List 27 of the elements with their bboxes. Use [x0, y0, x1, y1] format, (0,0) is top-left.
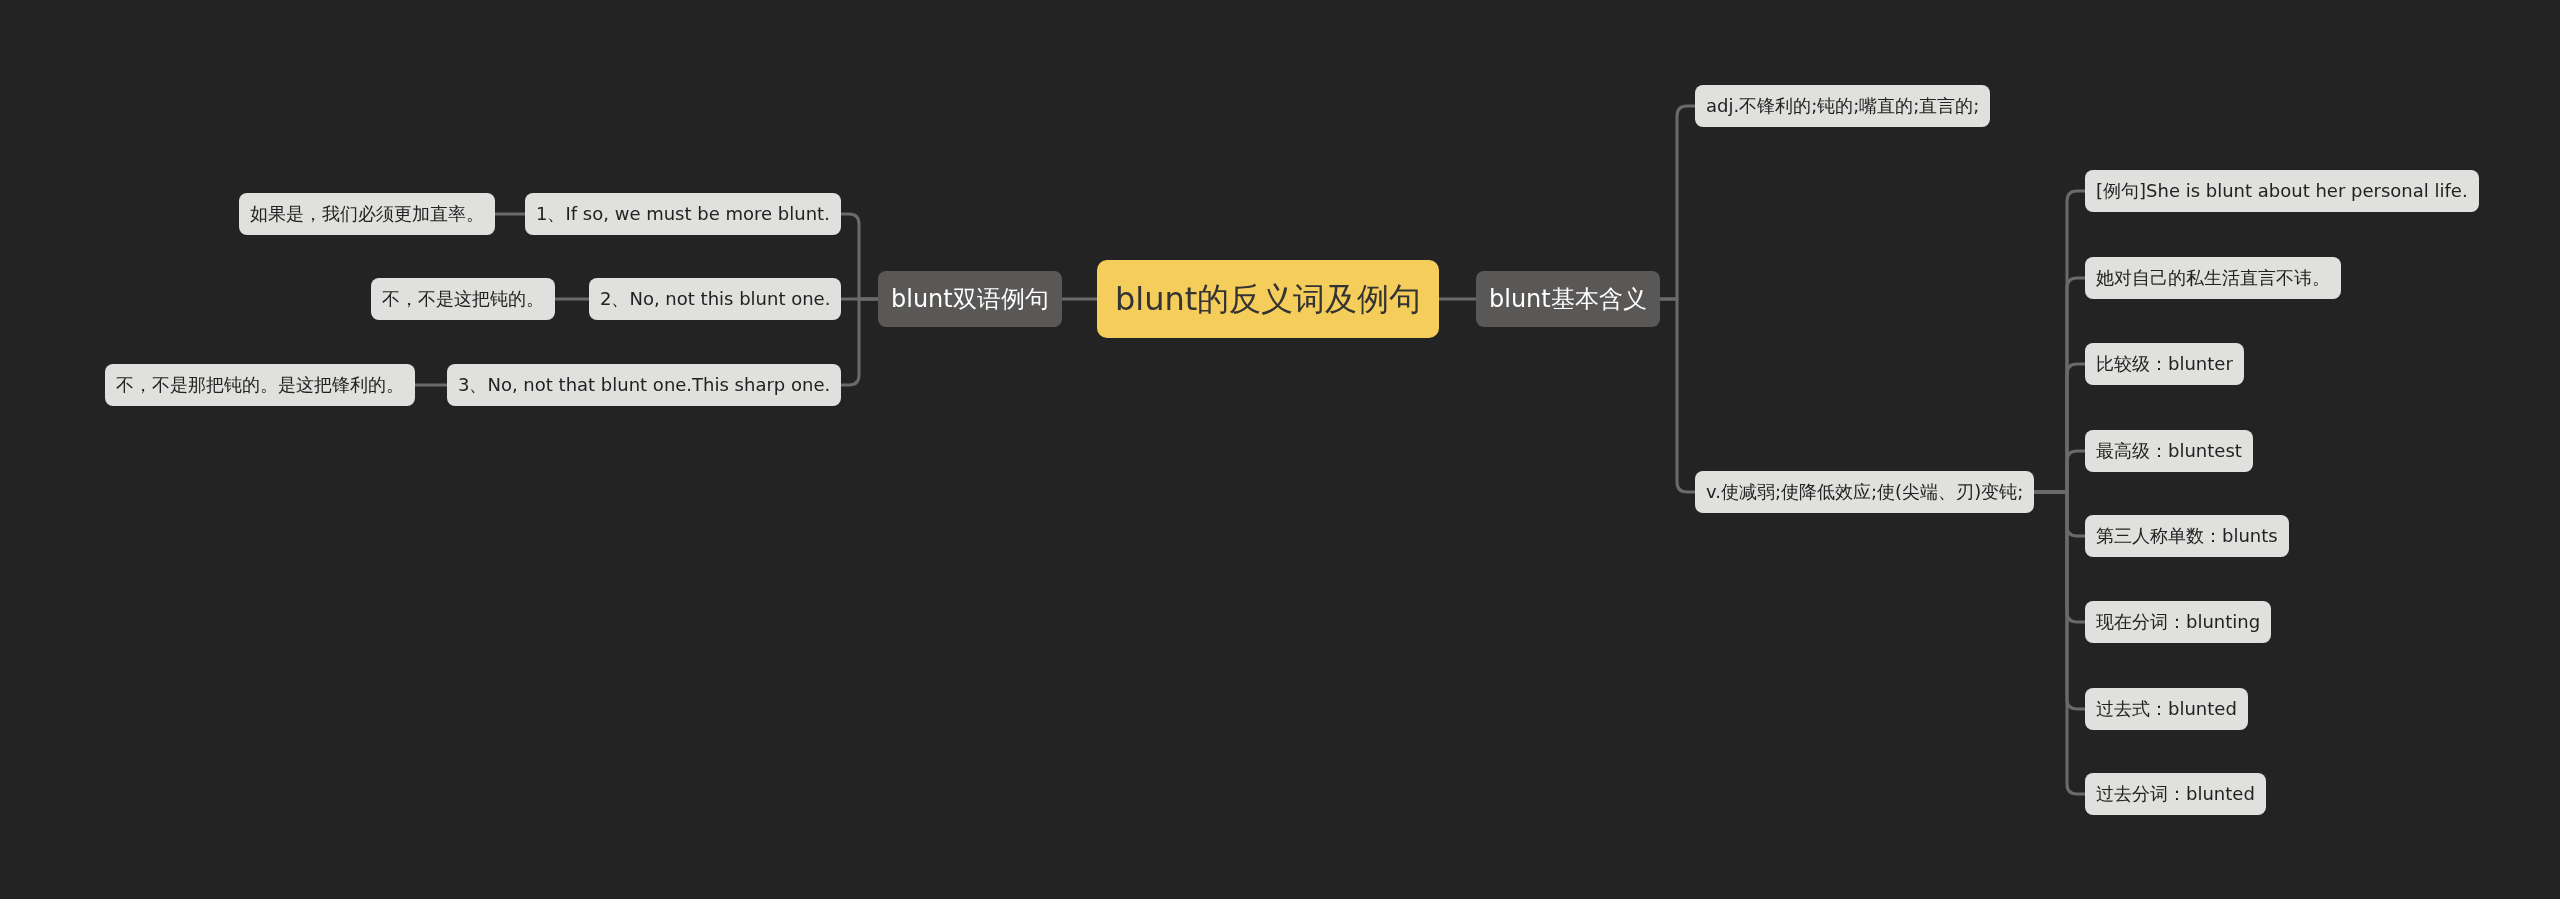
subtopic-box: 她对自己的私生活直言不讳。 — [2085, 257, 2341, 299]
subtopic-box: 过去式：blunted — [2085, 688, 2248, 730]
connector-line — [495, 212, 525, 216]
branch-topic: blunt基本含义 — [1476, 271, 1660, 327]
connector-line — [1439, 297, 1476, 301]
subtopic-box: 不，不是这把钝的。 — [371, 278, 555, 320]
subtopic-box: v.使减弱;使降低效应;使(尖端、刃)变钝; — [1695, 471, 2035, 513]
subtopic-box: 过去分词：blunted — [2085, 773, 2266, 815]
central-topic: blunt的反义词及例句 — [1097, 260, 1440, 338]
subtopic-box: 第三人称单数：blunts — [2085, 515, 2289, 557]
subtopic-box: 比较级：blunter — [2085, 343, 2244, 385]
subtopic-box: 2、No, not this blunt one. — [589, 278, 842, 320]
branch-topic: blunt双语例句 — [878, 271, 1062, 327]
subtopic-box: [例句]She is blunt about her personal life. — [2085, 170, 2479, 212]
subtopic-box: 不，不是那把钝的。是这把锋利的。 — [105, 364, 415, 406]
subtopic-box: 最高级：bluntest — [2085, 430, 2253, 472]
subtopic-box: 1、If so, we must be more blunt. — [525, 193, 841, 235]
connector-line — [1062, 297, 1097, 301]
subtopic-box: 现在分词：blunting — [2085, 601, 2272, 643]
connector-line — [555, 297, 589, 301]
subtopic-box: adj.不锋利的;钝的;嘴直的;直言的; — [1695, 85, 1991, 127]
connector-line — [841, 297, 878, 387]
subtopic-box: 3、No, not that blunt one.This sharp one. — [447, 364, 842, 406]
subtopic-box: 如果是，我们必须更加直率。 — [239, 193, 495, 235]
connector-line — [415, 383, 447, 387]
connector-line — [1660, 297, 1695, 494]
connector-line — [2034, 490, 2085, 796]
